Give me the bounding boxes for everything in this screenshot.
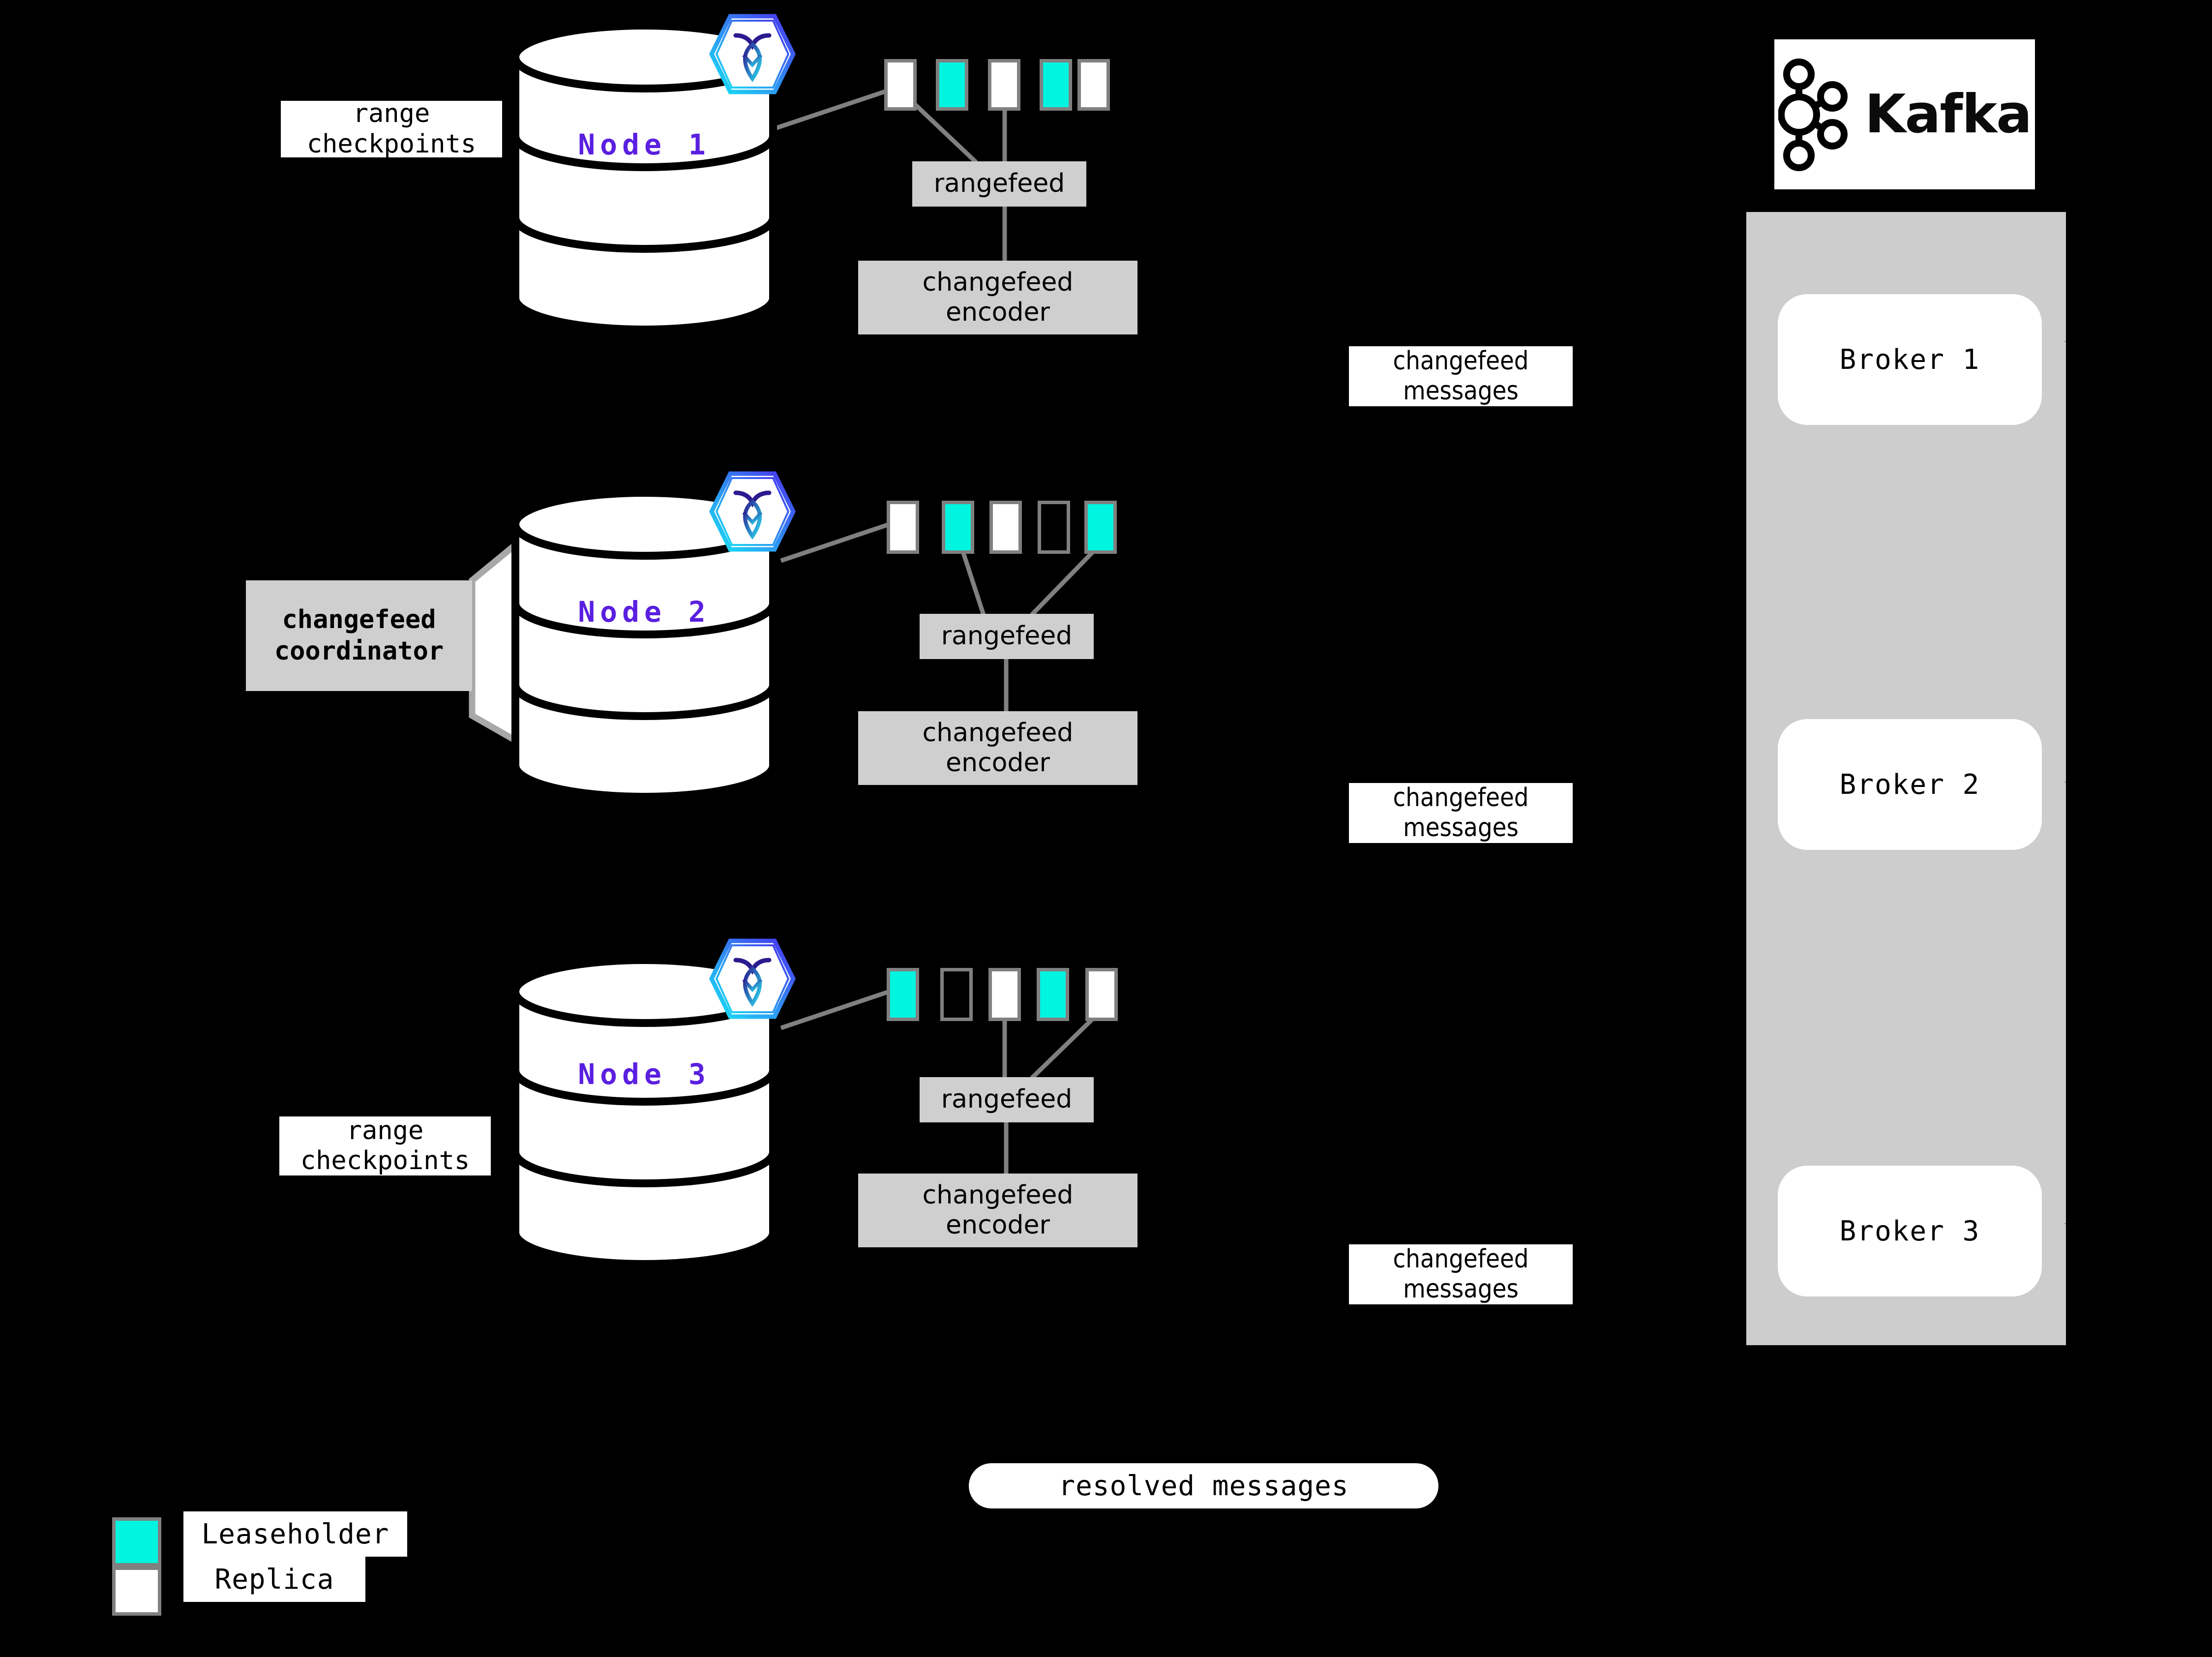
coordinator-line2: coordinator	[274, 636, 444, 666]
msg-line1: changefeed	[1393, 783, 1529, 813]
node3-changefeed-encoder-box: changefeed encoder	[858, 1174, 1137, 1247]
msg-line2: messages	[1403, 376, 1519, 406]
changefeed-coordinator-box: changefeed coordinator	[246, 580, 472, 691]
resolved-messages-pill: resolved messages	[969, 1463, 1438, 1508]
legend-swatch-leaseholder	[112, 1517, 161, 1567]
cockroachdb-hexagon-icon	[709, 14, 796, 94]
encoder-label-line1: changefeed	[922, 1180, 1074, 1210]
cockroachdb-hexagon-icon	[709, 471, 796, 552]
node3-label: Node 3	[578, 1057, 711, 1091]
coordinator-line1: changefeed	[282, 605, 436, 635]
node1-label: Node 1	[578, 128, 711, 161]
legend-swatch-replica	[112, 1567, 161, 1616]
msg-line1: changefeed	[1393, 346, 1529, 376]
range-box	[1084, 501, 1117, 554]
legend-label-leaseholder: Leaseholder	[183, 1511, 407, 1557]
encoder-label-line1: changefeed	[922, 718, 1074, 748]
broker-box[interactable]: Broker 3	[1778, 1166, 2042, 1296]
node3-range-checkpoints-note: range checkpoints	[279, 1116, 491, 1175]
encoder-label-line2: encoder	[946, 748, 1050, 778]
msg-line2: messages	[1403, 813, 1519, 843]
node1-changefeed-encoder-box: changefeed encoder	[858, 261, 1137, 334]
changefeed-messages-label: changefeed messages	[1349, 346, 1573, 406]
note-line1: range	[346, 1116, 424, 1145]
node2-label: Node 2	[578, 595, 711, 629]
range-box	[989, 501, 1022, 554]
legend-label-replica: Replica	[183, 1557, 365, 1602]
encoder-label-line2: encoder	[946, 1210, 1050, 1240]
encoder-label-line1: changefeed	[922, 267, 1074, 297]
node1-rangefeed-box: rangefeed	[912, 161, 1086, 207]
node3-rangefeed-box: rangefeed	[920, 1077, 1094, 1122]
range-box	[884, 59, 917, 111]
node2-rangefeed-box: rangefeed	[920, 614, 1094, 659]
changefeed-messages-label: changefeed messages	[1349, 1244, 1573, 1304]
changefeed-messages-label: changefeed messages	[1349, 783, 1573, 843]
note-line1: range	[353, 101, 430, 129]
range-box	[1037, 968, 1069, 1021]
range-box	[887, 501, 919, 554]
cockroachdb-hexagon-icon	[709, 938, 796, 1019]
range-box	[887, 968, 919, 1021]
node1-cylinder	[511, 25, 777, 330]
range-box	[1085, 968, 1118, 1021]
range-box	[1077, 59, 1110, 111]
note-line2: checkpoints	[306, 129, 477, 158]
range-box	[1040, 59, 1072, 111]
kafka-wordmark: Kafka	[1864, 83, 2032, 145]
node2-changefeed-encoder-box: changefeed encoder	[858, 711, 1137, 785]
msg-line1: changefeed	[1393, 1244, 1529, 1274]
range-box	[940, 968, 973, 1021]
range-box	[936, 59, 968, 111]
node1-range-checkpoints-note: range checkpoints	[281, 101, 502, 157]
broker-box[interactable]: Broker 1	[1778, 294, 2042, 425]
range-box	[1038, 501, 1070, 554]
broker-box[interactable]: Broker 2	[1778, 719, 2042, 850]
range-box	[988, 968, 1021, 1021]
note-line2: checkpoints	[300, 1146, 470, 1175]
msg-line2: messages	[1403, 1274, 1519, 1304]
node3-cylinder	[511, 959, 777, 1264]
encoder-label-line2: encoder	[946, 298, 1050, 327]
range-box	[942, 501, 974, 554]
kafka-logo-icon	[1778, 58, 1848, 171]
range-box	[988, 59, 1020, 111]
kafka-logo-box: Kafka	[1774, 39, 2035, 189]
